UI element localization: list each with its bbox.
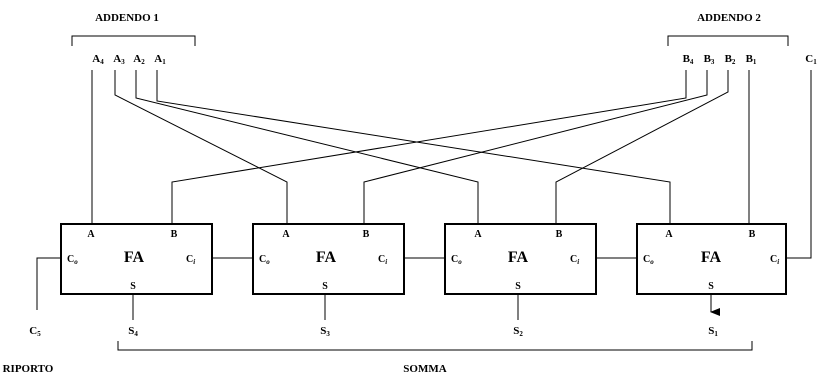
svg-text:B: B xyxy=(749,229,756,240)
wire-b2 xyxy=(555,70,729,224)
svg-text:B: B xyxy=(363,229,370,240)
wire-a1 xyxy=(156,70,671,224)
svg-text:A: A xyxy=(665,229,673,240)
svg-text:Ci: Ci xyxy=(770,254,779,266)
input-a2-label: A2 xyxy=(133,53,145,66)
addend1-bracket xyxy=(71,35,196,46)
svg-text:Co: Co xyxy=(259,254,270,266)
svg-text:A: A xyxy=(87,229,95,240)
full-adder-2: A B FA Co Ci S xyxy=(444,223,597,295)
wire-a3 xyxy=(114,70,288,224)
full-adder-1: A B FA Co Ci S xyxy=(636,223,787,295)
input-b4-label: B4 xyxy=(683,53,694,66)
wire-carry-in xyxy=(786,70,812,259)
input-a4-label: A4 xyxy=(92,53,104,66)
svg-text:S: S xyxy=(130,281,136,292)
sum-bracket xyxy=(117,341,753,351)
addend2-bracket xyxy=(667,35,789,46)
svg-text:Co: Co xyxy=(67,254,78,266)
svg-text:A: A xyxy=(474,229,482,240)
wire-b3 xyxy=(363,70,708,224)
carry-in-c1-label: C1 xyxy=(805,53,817,66)
sum-title: SOMMA xyxy=(403,363,446,375)
wire-b4 xyxy=(171,70,687,224)
wire-a2 xyxy=(135,70,479,224)
full-adder-3: A B FA Co Ci S xyxy=(252,223,405,295)
input-b3-label: B3 xyxy=(704,53,715,66)
svg-text:Ci: Ci xyxy=(378,254,387,266)
addend2-title: ADDENDO 2 xyxy=(697,12,761,24)
svg-text:S: S xyxy=(515,281,521,292)
svg-text:Ci: Ci xyxy=(186,254,195,266)
svg-text:B: B xyxy=(556,229,563,240)
svg-text:S: S xyxy=(708,281,714,292)
sum-s3-label: S3 xyxy=(320,325,330,338)
svg-text:FA: FA xyxy=(316,249,337,266)
svg-text:Co: Co xyxy=(451,254,462,266)
input-a1-label: A1 xyxy=(154,53,166,66)
svg-text:FA: FA xyxy=(508,249,529,266)
svg-text:Ci: Ci xyxy=(570,254,579,266)
svg-text:S: S xyxy=(322,281,328,292)
full-adder-4: A B FA Co Ci S xyxy=(60,223,213,295)
addend1-title: ADDENDO 1 xyxy=(95,12,159,24)
svg-text:FA: FA xyxy=(701,249,722,266)
wire-carry-out xyxy=(36,257,61,310)
input-b2-label: B2 xyxy=(725,53,736,66)
svg-text:Co: Co xyxy=(643,254,654,266)
input-a3-label: A3 xyxy=(113,53,125,66)
carry-out-c5-label: C5 xyxy=(29,325,41,338)
svg-text:B: B xyxy=(171,229,178,240)
svg-text:A: A xyxy=(282,229,290,240)
sum-s2-label: S2 xyxy=(513,325,523,338)
sum-s1-label: S1 xyxy=(708,325,718,338)
svg-text:FA: FA xyxy=(124,249,145,266)
input-b1-label: B1 xyxy=(746,53,757,66)
carry-out-title: RIPORTO xyxy=(3,363,54,375)
sum-s4-label: S4 xyxy=(128,325,138,338)
